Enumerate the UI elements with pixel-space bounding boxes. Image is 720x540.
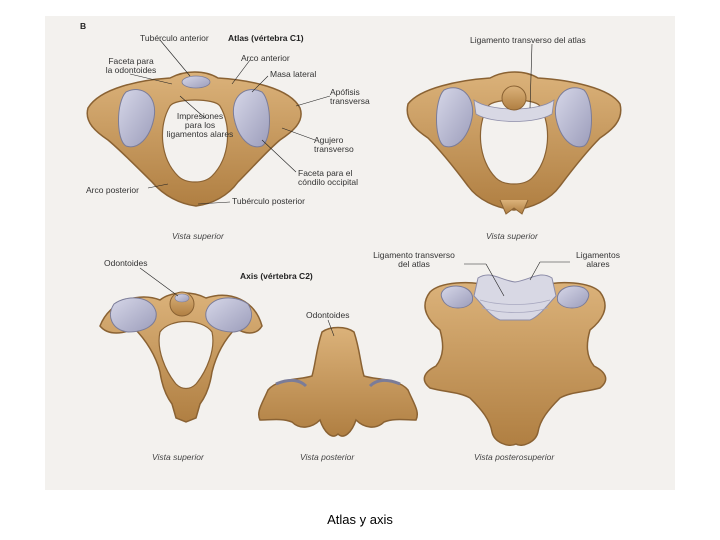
label-lig-transverso-atlas: Ligamento transverso del atlas — [470, 35, 586, 45]
leader-lines — [129, 39, 570, 337]
label-arco-anterior: Arco anterior — [241, 53, 290, 63]
axis-posterior-view — [257, 326, 419, 437]
plate-letter: B — [80, 21, 87, 31]
view-label-2: Vista superior — [486, 231, 538, 241]
atlas-axis-posterosuperior-view — [423, 274, 607, 446]
label-odontoides-left: Odontoides — [104, 258, 148, 268]
label-tuberculo-posterior: Tubérculo posterior — [232, 196, 305, 206]
view-label-3: Vista superior — [152, 452, 204, 462]
atlas-ligament-view — [406, 71, 622, 215]
view-label-1: Vista superior — [172, 231, 224, 241]
slide-caption: Atlas y axis — [327, 512, 393, 527]
label-masa-lateral: Masa lateral — [270, 69, 317, 79]
label-tuberculo-anterior: Tubérculo anterior — [140, 33, 209, 43]
atlas-superior-view — [86, 71, 302, 207]
label-arco-posterior: Arco posterior — [86, 185, 139, 195]
view-label-5: Vista posterosuperior — [474, 452, 555, 462]
view-label-4: Vista posterior — [300, 452, 355, 462]
axis-superior-view — [99, 291, 263, 423]
axis-title: Axis (vértebra C2) — [240, 271, 313, 281]
label-odontoides-center: Odontoides — [306, 310, 350, 320]
atlas-title: Atlas (vértebra C1) — [228, 33, 304, 43]
